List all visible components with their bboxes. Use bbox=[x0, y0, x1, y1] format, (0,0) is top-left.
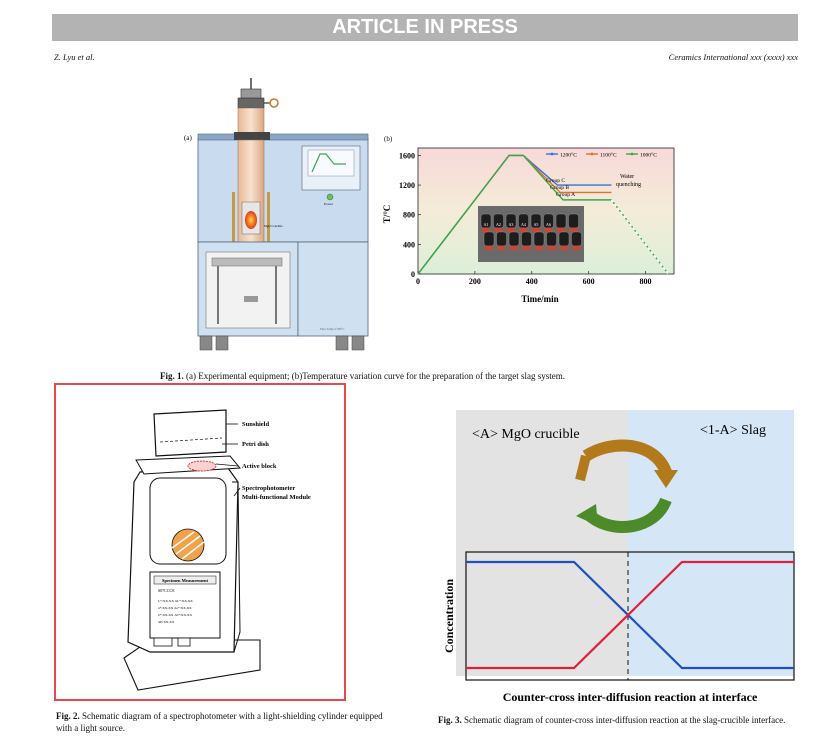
sample-base bbox=[481, 227, 491, 233]
callout-petri-dish: Petri dish bbox=[242, 441, 269, 448]
y-tick-label: 0 bbox=[411, 270, 415, 279]
callout-sunshield: Sunshield bbox=[242, 421, 269, 428]
x-tick-label: 600 bbox=[583, 277, 595, 286]
running-head-authors: Z. Lyu et al. bbox=[54, 52, 95, 62]
sample-base bbox=[484, 245, 494, 251]
sample-base bbox=[546, 245, 557, 251]
sample-base bbox=[506, 227, 516, 233]
power-label: Power bbox=[324, 202, 334, 206]
fig1-temperature-chart: 0 200 400 600 800 0 400 800 1200 1600 Time/min T/… bbox=[382, 147, 675, 304]
fig3-xlabel: Counter-cross inter-diffusion reaction a… bbox=[503, 690, 758, 704]
y-tick-label: 1200 bbox=[399, 181, 415, 190]
sample-cylinder bbox=[508, 231, 520, 247]
sample-cylinder bbox=[521, 231, 532, 247]
sample-label: A3 bbox=[509, 222, 514, 227]
y-tick-label: 1600 bbox=[399, 151, 415, 160]
fig1-caption-text: (a) Experimental equipment; (b)Temperatu… bbox=[186, 371, 566, 381]
fig1-panel-a: (a) Power MgO Crucible Silicon Molybdenu… bbox=[184, 78, 369, 351]
fig3-diffusion-diagram: <A> MgO crucible <1-A> Slag Concentratio… bbox=[442, 410, 795, 704]
sample-base bbox=[509, 245, 519, 251]
annotation-group-b: Group B bbox=[550, 185, 569, 191]
sample-base bbox=[496, 245, 507, 251]
sample-cylinder bbox=[496, 231, 507, 247]
fig3-caption: Fig. 3. Schematic diagram of counter-cro… bbox=[438, 714, 802, 726]
chart-xlabel: Time/min bbox=[521, 294, 558, 304]
crucible-label: MgO Crucible bbox=[264, 224, 283, 228]
sample-cylinder bbox=[558, 231, 570, 247]
fig3-caption-label: Fig. 3. bbox=[438, 715, 462, 725]
sample-base bbox=[559, 245, 569, 251]
sample-base bbox=[493, 227, 504, 233]
sample-label: A6 bbox=[546, 222, 551, 227]
legend-marker bbox=[630, 152, 634, 156]
sample-base bbox=[543, 227, 554, 233]
screen-id: S07CCCE bbox=[158, 588, 175, 593]
callout-active-block: Active block bbox=[242, 463, 277, 470]
fig1-caption: Fig. 1. (a) Experimental equipment; (b)T… bbox=[160, 370, 720, 382]
screen-row-1: L*:XX.XX ΔL*:XX.XX bbox=[158, 599, 193, 603]
panel-b-label: (b) bbox=[384, 135, 393, 143]
screen-row-4: ΔE:XX.XX bbox=[158, 620, 175, 624]
fig2-highlight-box bbox=[54, 383, 346, 701]
sample-label: A4 bbox=[521, 222, 526, 227]
sample-cylinder bbox=[568, 213, 579, 229]
slag-concentration-line bbox=[466, 560, 794, 670]
sample-cylinder bbox=[546, 231, 557, 247]
callout-module: Multi-functional Module bbox=[242, 494, 311, 501]
sample-base bbox=[571, 245, 582, 251]
y-tick-label: 800 bbox=[403, 211, 415, 220]
legend-label: 1100°C bbox=[600, 152, 617, 159]
x-tick-label: 400 bbox=[526, 277, 538, 286]
x-tick-label: 0 bbox=[416, 277, 420, 286]
sample-photo: A1 A2 A3 A4 A5 A6 bbox=[478, 206, 584, 262]
sample-base bbox=[556, 227, 566, 233]
chart-legend: 1200°C 1100°C 1000°C bbox=[546, 152, 657, 159]
sample-label: A2 bbox=[496, 222, 501, 227]
sample-label: A1 bbox=[484, 222, 489, 227]
x-tick-label: 800 bbox=[640, 277, 652, 286]
fig2-caption-label: Fig. 2. bbox=[56, 711, 80, 721]
article-in-press-banner: ARTICLE IN PRESS bbox=[52, 14, 798, 41]
callout-spectrophotometer: Spectrophotometer bbox=[242, 485, 295, 492]
annotation-group-c: Group C bbox=[546, 178, 565, 184]
legend-label: 1200°C bbox=[560, 152, 577, 159]
quench-dash-mask bbox=[610, 199, 669, 275]
fig3-ylabel: Concentration bbox=[442, 579, 456, 653]
sample-base bbox=[534, 245, 544, 251]
maxtemp-label: Max Temp:1700°C bbox=[320, 327, 344, 331]
y-tick-label: 400 bbox=[403, 240, 415, 249]
annotation-group-a: Group A bbox=[556, 192, 575, 198]
fig1-caption-label: Fig. 1. bbox=[160, 371, 184, 381]
panel-a-label: (a) bbox=[184, 134, 192, 142]
screen-row-3: b*:XX.XX Δb*:XX.XX bbox=[158, 613, 193, 617]
legend-label: 1000°C bbox=[640, 152, 657, 159]
screen-title: Specimen Measurement bbox=[162, 578, 209, 583]
fig2-spectrophotometer: Specimen Measurement S07CCCE L*:XX.XX ΔL… bbox=[123, 409, 311, 691]
chart-ylabel: T/°C bbox=[382, 205, 392, 224]
legend-marker bbox=[590, 152, 594, 156]
sample-cylinder bbox=[555, 213, 567, 229]
mgo-crucible-label: <A> MgO crucible bbox=[472, 427, 580, 442]
concentration-plot-frame bbox=[465, 551, 795, 681]
fig2-caption: Fig. 2. Schematic diagram of a spectroph… bbox=[56, 710, 392, 734]
annotation-quenching: quenching bbox=[616, 182, 641, 188]
sample-label: A5 bbox=[534, 222, 539, 227]
sample-cylinder bbox=[483, 231, 495, 247]
sample-base bbox=[521, 245, 532, 251]
screen-row-2: a*:XX.XX Δa*:XX.XX bbox=[158, 606, 192, 610]
running-head-journal: Ceramics International xxx (xxxx) xxx bbox=[668, 52, 798, 62]
x-tick-label: 200 bbox=[469, 277, 481, 286]
sample-base bbox=[531, 227, 541, 233]
sample-base bbox=[518, 227, 529, 233]
slag-label: <1-A> Slag bbox=[700, 423, 766, 438]
fig2-caption-text: Schematic diagram of a spectrophotometer… bbox=[56, 711, 383, 733]
legend-marker bbox=[550, 152, 554, 156]
fig3-caption-text: Schematic diagram of counter-cross inter… bbox=[464, 715, 786, 725]
sample-cylinder bbox=[571, 231, 582, 247]
sample-cylinder bbox=[533, 231, 545, 247]
sample-base bbox=[568, 227, 579, 233]
annotation-water: Water bbox=[620, 174, 634, 180]
